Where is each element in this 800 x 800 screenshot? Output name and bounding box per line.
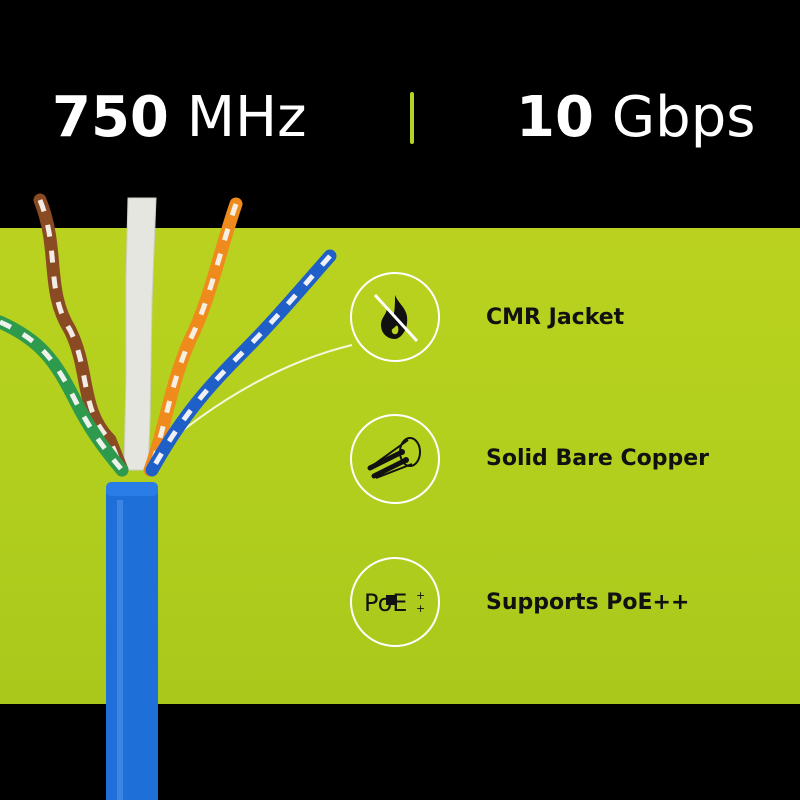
frequency-spec: 750 MHz [52, 78, 307, 158]
feature-cmr-jacket: CMR Jacket [486, 305, 625, 330]
svg-text:+: + [416, 589, 425, 602]
speed-value: 10 [516, 85, 594, 150]
frequency-unit: MHz [186, 85, 307, 150]
frequency-value: 750 [52, 85, 169, 150]
feature-supports-poe: Supports PoE++ [486, 590, 690, 615]
copper-icon-badge [350, 414, 440, 504]
header-bar: 750 MHz 10 Gbps [0, 0, 800, 228]
cable-jacket [106, 488, 158, 800]
speed-unit: Gbps [611, 85, 756, 150]
cable-spine [123, 197, 157, 471]
poe-icon-badge: PoE + + [350, 557, 440, 647]
svg-text:+: + [416, 602, 425, 615]
brown-pair [33, 193, 129, 477]
poe-icon-text: PoE [364, 589, 407, 617]
no-flame-icon [373, 293, 419, 343]
poe-icon: PoE + + [364, 589, 425, 617]
speed-spec: 10 Gbps [516, 78, 755, 158]
feature-solid-bare-copper: Solid Bare Copper [486, 446, 710, 471]
cmr-jacket-icon-badge [350, 272, 440, 362]
header-divider [410, 92, 414, 144]
copper-wire-icon [367, 437, 421, 479]
